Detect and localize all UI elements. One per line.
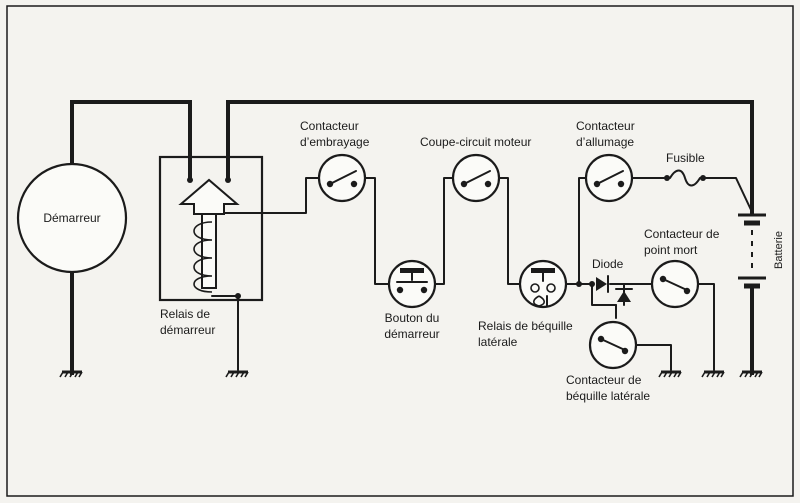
heavy-wires — [70, 100, 754, 375]
ground-icon — [658, 370, 682, 378]
clutch-switch-label-2: d’embrayage — [300, 135, 370, 149]
diode-symbol — [596, 275, 609, 293]
start-button-symbol — [387, 259, 437, 309]
starter-motor: Démarreur — [16, 162, 128, 274]
clutch-switch-symbol — [317, 153, 367, 203]
starter-label: Démarreur — [43, 211, 100, 225]
starter-relay-label-1: Relais de — [160, 307, 210, 321]
kill-switch-label: Coupe-circuit moteur — [420, 135, 531, 149]
diode-label: Diode — [592, 257, 624, 271]
ground-icon — [701, 370, 725, 378]
battery-symbol — [738, 213, 766, 289]
ground-symbols — [59, 370, 763, 378]
battery-label: Batterie — [773, 231, 785, 269]
neutral-switch-label-2: point mort — [644, 243, 698, 257]
neutral-switch-symbol — [650, 259, 700, 309]
junction-dots — [235, 281, 595, 299]
sidestand-relay-label-2: latérale — [478, 335, 518, 349]
ground-icon — [739, 370, 763, 378]
ignition-switch-label-1: Contacteur — [576, 119, 635, 133]
sidestand-relay-label-1: Relais de béquille — [478, 319, 573, 333]
start-button-label-1: Bouton du — [385, 311, 440, 325]
ground-icon — [59, 370, 83, 378]
sidestand-relay-symbol — [518, 259, 568, 309]
starter-relay — [158, 155, 264, 302]
sidestand-switch-label-1: Contacteur de — [566, 373, 642, 387]
ignition-switch-symbol — [584, 153, 634, 203]
diode-symbol-vertical — [615, 283, 633, 306]
ground-icon — [225, 370, 249, 378]
diagram-border — [6, 5, 794, 497]
start-button-label-2: démarreur — [384, 327, 439, 341]
fuse-symbol — [664, 169, 706, 187]
kill-switch-symbol — [451, 153, 501, 203]
neutral-switch-label-1: Contacteur de — [644, 227, 720, 241]
thin-wires — [211, 177, 753, 371]
ignition-switch-label-2: d’allumage — [576, 135, 634, 149]
sidestand-switch-symbol — [588, 320, 638, 370]
sidestand-switch-label-2: béquille latérale — [566, 389, 650, 403]
fuse-label: Fusible — [666, 151, 705, 165]
starter-relay-label-2: démarreur — [160, 323, 215, 337]
clutch-switch-label-1: Contacteur — [300, 119, 359, 133]
